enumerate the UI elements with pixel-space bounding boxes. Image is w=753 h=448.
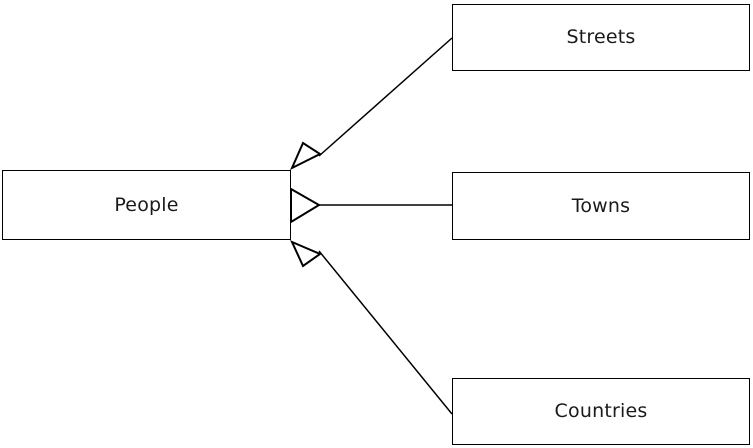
arrowhead-open-triangle-streets — [289, 141, 323, 171]
connector-people-countries — [318, 250, 453, 415]
entity-label-towns: Towns — [571, 194, 631, 217]
entity-node-towns[interactable]: Towns — [452, 172, 750, 240]
arrowhead-open-triangle-countries — [290, 240, 323, 268]
entity-node-streets[interactable]: Streets — [452, 4, 750, 71]
entity-label-streets: Streets — [566, 26, 636, 48]
connector-people-streets — [318, 37, 453, 157]
arrowhead-open-triangle-towns — [290, 187, 321, 224]
entity-label-countries: Countries — [554, 400, 648, 422]
entity-label-people: People — [114, 193, 179, 216]
entity-node-countries[interactable]: Countries — [452, 378, 750, 445]
entity-node-people[interactable]: People — [2, 170, 291, 240]
